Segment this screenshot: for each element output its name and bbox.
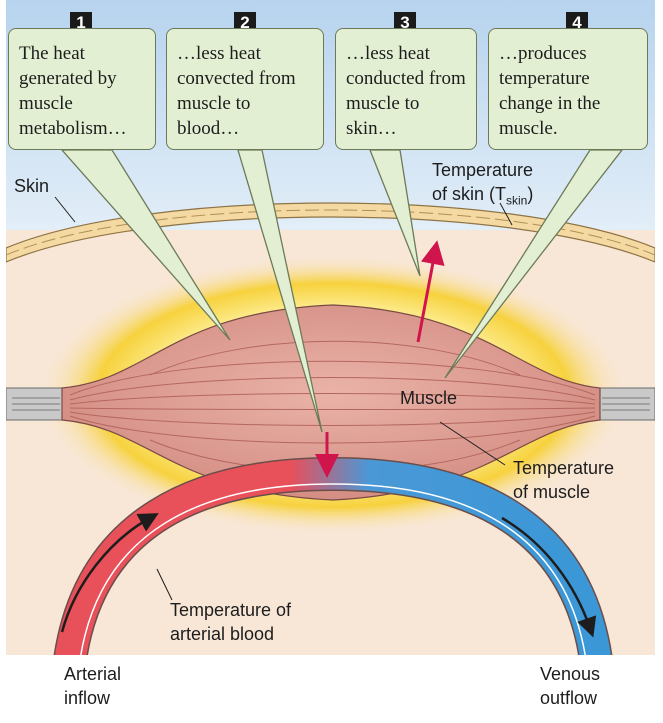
arterial-temperature-line-1: Temperature of — [170, 600, 292, 620]
heat-to-skin-arrow — [416, 240, 445, 343]
muscle-temp-leader — [439, 421, 506, 466]
vessel-wall-highlight — [80, 483, 586, 655]
callout-2-pointer — [237, 149, 323, 433]
skin-temperature-line-2: of skin (Tskin) — [432, 184, 534, 208]
skin-label: Skin — [14, 176, 50, 196]
muscle-temperature-label: Temperature of muscle — [513, 456, 614, 504]
step-2-callout: …less heat convected from muscle to bloo… — [166, 28, 324, 150]
muscle-label: Muscle — [400, 388, 458, 408]
skin-temperature-line-1: Temperature — [432, 160, 534, 180]
arterial-inflow-label: Arterial inflow — [64, 662, 121, 710]
blood-temp-leader — [156, 568, 173, 601]
skin-subscript: skin — [506, 193, 528, 208]
muscle-temperature-line-2: of muscle — [513, 482, 591, 502]
skin-temp-leader — [499, 202, 513, 226]
skin-cell-line — [6, 209, 655, 256]
venous-outflow-line-1: Venous — [540, 664, 601, 684]
callout-3-pointer — [369, 149, 421, 277]
skin-temperature-label: Temperature of skin (Tskin) — [432, 158, 533, 213]
arterial-temperature-line-2: arterial blood — [170, 624, 275, 644]
skin-layer — [6, 202, 655, 263]
outflow-arrow — [501, 516, 597, 638]
muscle-fibers — [69, 340, 596, 472]
callout-4-pointer — [444, 149, 624, 379]
step-4-text: …produces temperature change in the musc… — [499, 43, 601, 139]
step-3-callout: …less heat conducted from muscle to skin… — [335, 28, 477, 150]
venous-outflow-label: Venous outflow — [540, 662, 600, 710]
arterial-inflow-line-2: inflow — [64, 688, 111, 708]
arterial-inflow-line-1: Arterial — [64, 664, 122, 684]
venous-outflow-line-2: outflow — [540, 688, 598, 708]
step-3-text: …less heat conducted from muscle to skin… — [346, 43, 466, 139]
inflow-arrow — [60, 513, 159, 633]
arterial-temperature-label: Temperature of arterial blood — [170, 598, 291, 646]
step-1-text: The heat generated by muscle metabolism… — [19, 43, 127, 139]
skin-leader — [54, 196, 76, 223]
callout-1-pointer — [60, 149, 231, 341]
step-2-text: …less heat convected from muscle to bloo… — [177, 43, 296, 139]
step-1-callout: The heat generated by muscle metabolism… — [8, 28, 156, 150]
step-4-callout: …produces temperature change in the musc… — [488, 28, 648, 150]
muscle-temperature-line-1: Temperature — [513, 458, 615, 478]
